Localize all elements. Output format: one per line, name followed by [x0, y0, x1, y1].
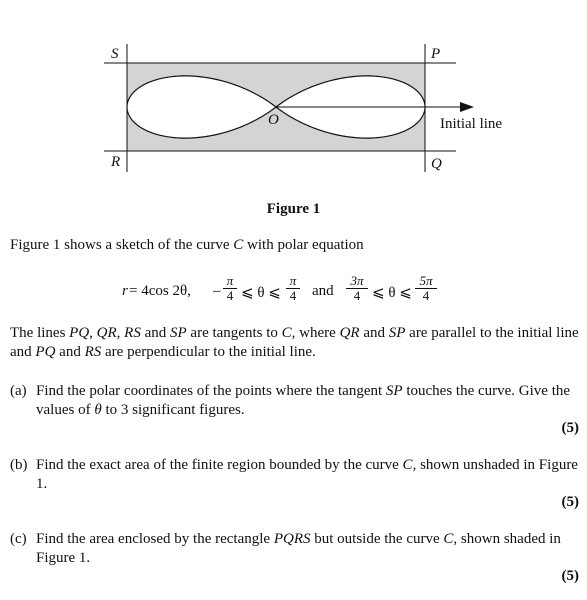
question-b-letter: (b) — [10, 457, 28, 473]
question-b-marks: (5) — [561, 494, 580, 510]
eq-minus: – — [213, 283, 221, 299]
label-s: S — [111, 46, 119, 62]
question-c-letter: (c) — [10, 531, 27, 547]
question-a-marks: (5) — [561, 420, 580, 436]
eq-rhs: = 4cos 2θ, — [129, 283, 191, 299]
figure-1: S P R Q O Initial line — [104, 44, 502, 172]
tangents-paragraph: The lines PQ, QR, RS and SP are tangents… — [10, 325, 579, 360]
question-c-marks: (5) — [561, 568, 580, 584]
eq-lhs: r — [122, 283, 128, 299]
eq-le-2: ⩽ θ ⩽ — [372, 285, 412, 301]
question-c: (c) Find the area enclosed by the rectan… — [10, 530, 580, 570]
label-o: O — [268, 112, 279, 128]
question-a-letter: (a) — [10, 383, 27, 399]
label-q: Q — [431, 156, 442, 172]
question-a: (a) Find the polar coordinates of the po… — [10, 382, 580, 422]
figure-caption: Figure 1 — [266, 201, 321, 217]
eq-and: and — [312, 283, 334, 299]
question-b: (b) Find the exact area of the finite re… — [10, 456, 580, 496]
question-a-text: Find the polar coordinates of the points… — [36, 383, 571, 418]
initial-line-arrowhead — [460, 102, 474, 112]
question-c-text: Find the area enclosed by the rectangle … — [36, 531, 561, 566]
label-p: P — [430, 46, 440, 62]
question-b-text: Find the exact area of the finite region… — [36, 457, 578, 492]
intro-paragraph: Figure 1 shows a sketch of the curve C w… — [10, 237, 364, 253]
eq-le-1: ⩽ θ ⩽ — [241, 285, 281, 301]
initial-line-label: Initial line — [440, 116, 502, 132]
label-r: R — [110, 154, 120, 170]
